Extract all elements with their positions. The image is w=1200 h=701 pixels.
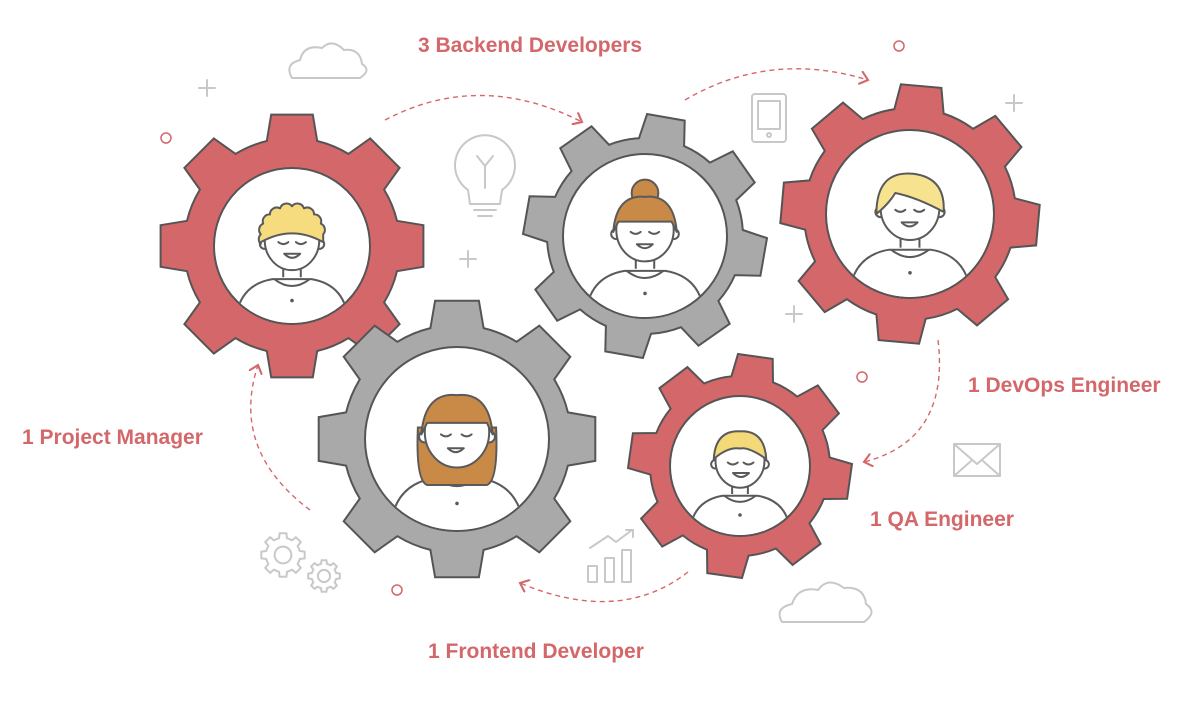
arrow-pm-to-backend (384, 94, 582, 122)
avatar (848, 172, 972, 297)
cog-icon (260, 532, 306, 578)
dot-icon (391, 584, 403, 596)
dot-icon (160, 132, 172, 144)
avatar (389, 393, 525, 530)
label-qa: 1 QA Engineer (870, 508, 1014, 531)
dot-icon (893, 40, 905, 52)
plus-icon (198, 79, 216, 97)
gear-pm (159, 113, 425, 379)
label-frontend: 1 Frontend Developer (428, 640, 644, 663)
arrow-backend-to-devops (684, 68, 868, 101)
plus-icon (1005, 94, 1023, 112)
envelope-icon (953, 443, 1001, 477)
bar-chart-icon (587, 529, 634, 583)
label-backend: 3 Backend Developers (418, 34, 642, 57)
cogs-icon (307, 559, 341, 593)
lightbulb-icon (454, 134, 516, 217)
dot-icon (856, 371, 868, 383)
arrow-devops-to-qa (864, 339, 941, 462)
flow-arrows (251, 68, 941, 603)
cloud-icon (288, 42, 368, 79)
gear-devops (779, 83, 1041, 345)
avatar (234, 202, 350, 323)
decorations (160, 40, 1023, 623)
avatar (584, 178, 706, 317)
cog-icon (307, 559, 341, 593)
plus-icon (785, 305, 803, 323)
arrow-qa-to-frontend (520, 571, 689, 603)
cloud-icon (778, 581, 873, 623)
label-pm: 1 Project Manager (22, 426, 203, 449)
gear-backend (521, 112, 769, 360)
phone-icon (751, 93, 787, 143)
gear-frontend (317, 299, 597, 579)
plus-icon (459, 250, 477, 268)
cogs-icon (260, 532, 306, 578)
avatar (688, 430, 792, 535)
gear-qa (626, 352, 854, 580)
label-devops: 1 DevOps Engineer (968, 374, 1161, 397)
arrow-frontend-to-pm (251, 365, 311, 511)
